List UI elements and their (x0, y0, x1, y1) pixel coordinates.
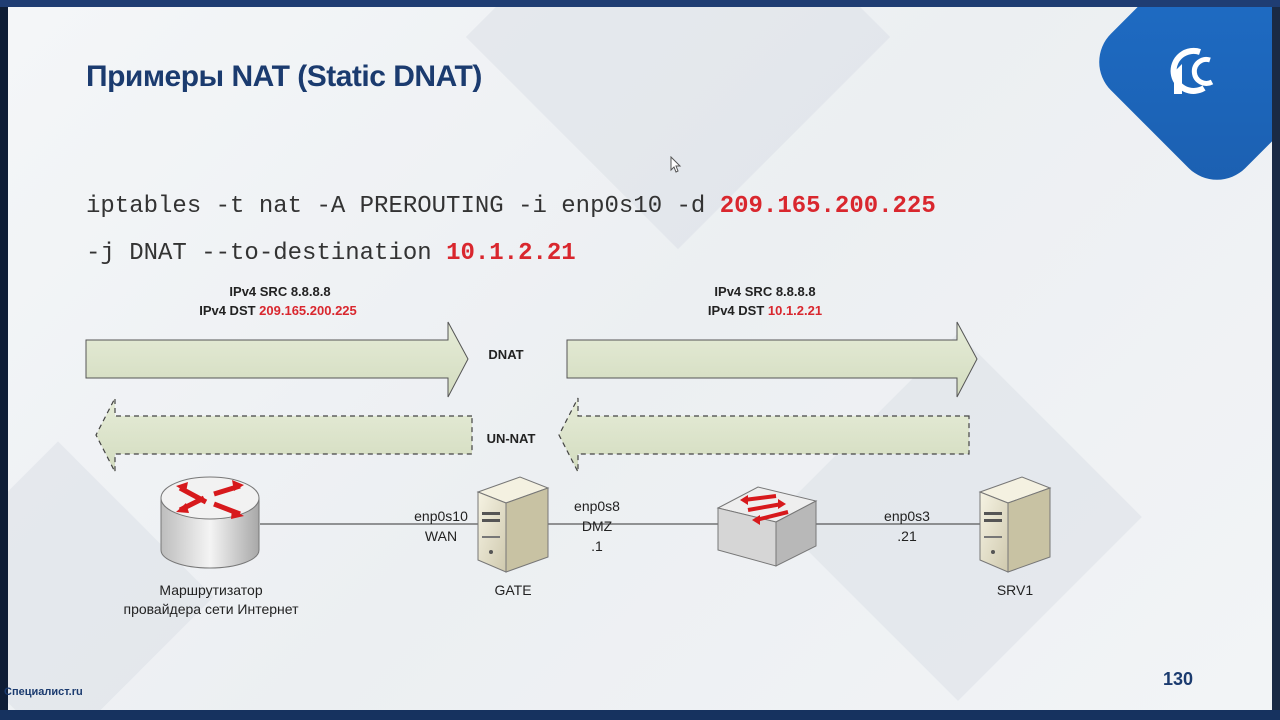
slide-title: Примеры NAT (Static DNAT) (86, 60, 482, 93)
dnat-arrow-left (85, 321, 469, 398)
gate-label: GATE (494, 582, 532, 598)
gate-wan-interface: enp0s10 (414, 508, 468, 524)
command-text: -j DNAT --to-destination (86, 240, 447, 267)
dnat-arrow-right (566, 321, 978, 398)
mouse-cursor-icon (670, 156, 682, 173)
command-line-1: iptables -t nat -A PREROUTING -i enp0s10… (86, 193, 936, 220)
page-number: 130 (1163, 669, 1194, 689)
gate-dmz-interface: enp0s8 (574, 498, 620, 514)
gate-dmz-address: .1 (591, 538, 603, 554)
left-packet-dst: IPv4 DST 209.165.200.225 (168, 303, 388, 318)
right-packet-src: IPv4 SRC 8.8.8.8 (714, 284, 816, 299)
brand-logo-icon (1170, 47, 1214, 94)
switch-icon (716, 486, 818, 567)
left-packet-dst-value: 209.165.200.225 (259, 303, 357, 318)
command-public-ip: 209.165.200.225 (719, 193, 936, 220)
brand-footer: Специалист.ru (4, 686, 83, 698)
right-packet-dst-label: IPv4 DST (707, 303, 768, 318)
srv-server-icon (978, 476, 1052, 573)
unnat-arrow-left (95, 397, 473, 473)
left-packet-dst-label: IPv4 DST (199, 303, 260, 318)
window-top-bar (0, 0, 1280, 7)
gate-wan-name: WAN (424, 528, 458, 544)
dnat-label: DNAT (488, 347, 524, 362)
srv-interface: enp0s3 (884, 508, 930, 524)
left-packet-src: IPv4 SRC 8.8.8.8 (229, 284, 331, 299)
window-bottom-bar (0, 710, 1280, 720)
right-packet-dst: IPv4 DST 10.1.2.21 (675, 303, 855, 318)
router-label-line2: провайдера сети Интернет (123, 601, 299, 617)
right-packet-dst-value: 10.1.2.21 (767, 303, 823, 318)
window-left-edge (0, 7, 8, 710)
gate-dmz-name: DMZ (581, 518, 613, 534)
router-icon (160, 476, 260, 569)
gate-server-icon (476, 476, 550, 573)
unnat-arrow-right (558, 397, 970, 473)
router-label-line1: Маршрутизатор (159, 582, 263, 598)
unnat-label: UN-NAT (486, 431, 536, 446)
command-line-2: -j DNAT --to-destination 10.1.2.21 (86, 240, 576, 267)
srv-label: SRV1 (996, 582, 1034, 598)
srv-address: .21 (897, 528, 917, 544)
command-private-ip: 10.1.2.21 (446, 240, 576, 267)
command-text: iptables -t nat -A PREROUTING -i enp0s10… (86, 193, 720, 220)
